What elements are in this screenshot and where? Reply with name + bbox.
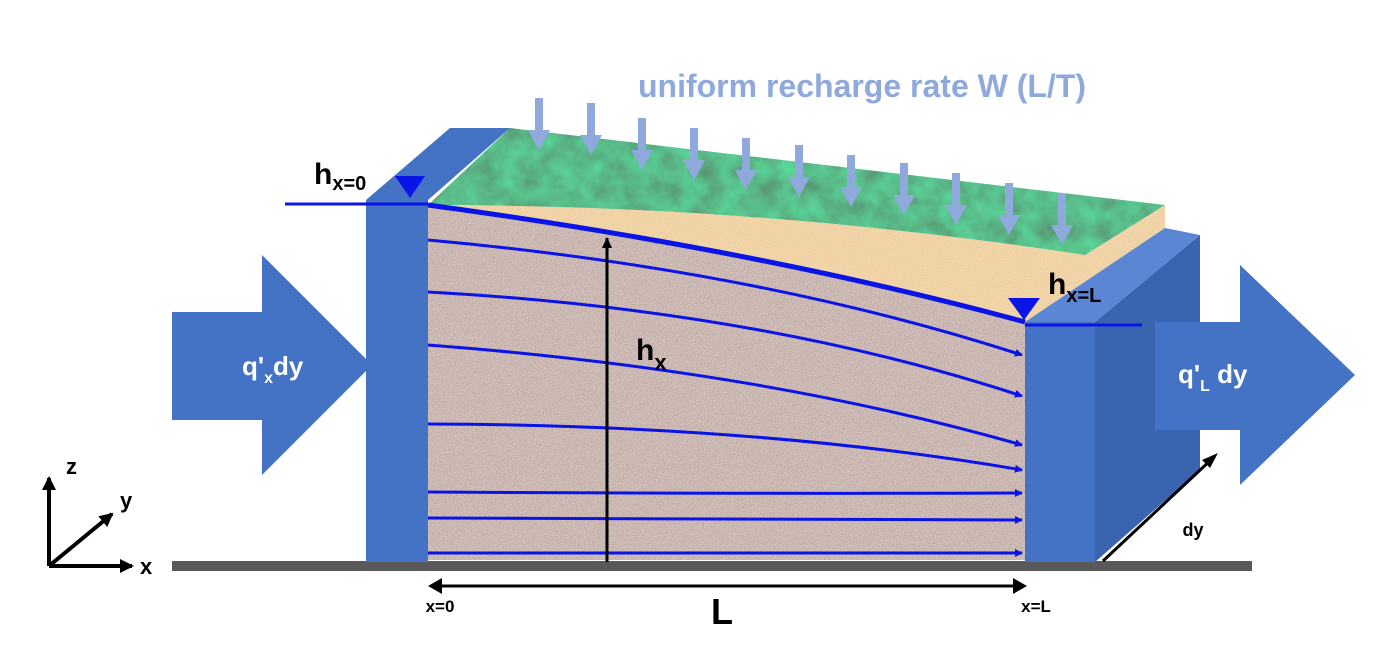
axis-y-label: y (120, 488, 133, 513)
recharge-arrow-icon (1051, 193, 1073, 245)
ground-line (172, 561, 1252, 571)
flow-arrow-icon (427, 238, 1023, 357)
right-reservoir-top (1025, 228, 1200, 322)
length-arrow-right-head (1013, 578, 1027, 594)
inflow-label: q'xdy (242, 351, 304, 387)
axis-z-label: z (66, 454, 77, 479)
recharge-arrow-icon (683, 128, 705, 180)
water-table-triangle-icon (1008, 298, 1040, 320)
axis-x-label: x (140, 554, 153, 579)
flow-lines (427, 238, 1023, 557)
dy-label: dy (1182, 520, 1203, 540)
water-table-triangle-icon (395, 176, 425, 198)
h-xL-label: hx=L (1048, 268, 1101, 307)
flow-arrow-icon (427, 422, 1023, 473)
water-table-line (427, 202, 1026, 325)
x0-label: x=0 (426, 597, 455, 616)
dy-arrow (1101, 455, 1216, 563)
xL-label: x=L (1021, 597, 1051, 616)
recharge-arrow-icon (788, 145, 810, 197)
hx-label: hx (636, 334, 667, 375)
right-reservoir-side (1095, 235, 1200, 562)
flow-arrow-icon (427, 489, 1023, 498)
flow-arrow-icon (427, 515, 1023, 524)
flow-arrow-icon (427, 290, 1023, 398)
recharge-arrows (528, 98, 1073, 245)
recharge-arrow-icon (735, 138, 757, 190)
dy-arrow-head (1202, 453, 1218, 468)
left-reservoir (366, 200, 428, 562)
recharge-arrow-icon (998, 183, 1020, 235)
recharge-arrow-icon (893, 163, 915, 215)
length-label: L (711, 591, 733, 632)
length-arrow-left-head (428, 578, 442, 594)
right-reservoir-front (1025, 322, 1095, 562)
recharge-arrow-icon (631, 118, 653, 170)
outflow-label: q'L dy (1178, 359, 1248, 395)
recharge-arrow-icon (528, 98, 550, 150)
recharge-arrow-icon (840, 155, 862, 207)
inflow-arrow (172, 255, 372, 475)
flow-arrow-icon (427, 343, 1023, 447)
title: uniform recharge rate W (L/T) (638, 68, 1086, 104)
outflow-arrow (1155, 265, 1355, 485)
recharge-arrow-icon (580, 103, 602, 155)
axes-icon (42, 476, 134, 573)
recharge-arrow-icon (945, 173, 967, 225)
h-x0-label: hx=0 (314, 158, 366, 195)
